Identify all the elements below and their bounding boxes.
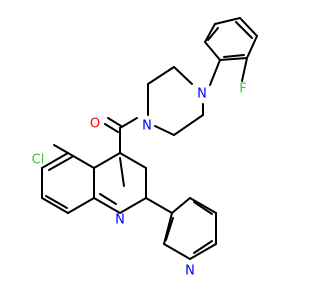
- bond-phenyl-inner-1: [207, 27, 219, 41]
- atom-oxygen: O: [90, 117, 100, 132]
- bond-pyridyl-inner-2: [193, 240, 213, 254]
- bond-quinoline-3: [93, 197, 121, 214]
- bond-quinoline-inner-2: [99, 193, 117, 205]
- bond-quinoline-6: [119, 152, 147, 169]
- bond-phenyl-3: [214, 17, 241, 25]
- bond-piperazine-2: [147, 66, 175, 85]
- bond-quinoline-7: [67, 152, 95, 169]
- bond-phenyl-2: [204, 23, 216, 43]
- bond-quinoline-to-cl: [53, 144, 69, 154]
- bond-pyridyl-attach: [145, 197, 173, 214]
- bond-quinoline-8: [41, 152, 69, 169]
- bond-quinoline-inner-4: [45, 195, 68, 209]
- bond-phenyl-4: [239, 17, 258, 37]
- bond-phenyl-6: [219, 57, 248, 61]
- atom-pyridine-nitrogen: N: [185, 264, 195, 279]
- bond-phenyl-1: [204, 41, 221, 61]
- atom-quinoline-nitrogen: N: [115, 213, 125, 228]
- bond-pyridyl-1: [171, 197, 191, 214]
- bond-piperazine-5: [173, 114, 204, 136]
- bond-pyridyl-4: [189, 243, 217, 260]
- bond-carbonyl-double-1: [107, 117, 122, 127]
- bond-phenyl-attach: [209, 59, 221, 86]
- bond-phenyl-to-f: [241, 57, 248, 82]
- bond-quinoline-1: [93, 152, 121, 169]
- bond-piperazine-3: [173, 66, 193, 85]
- bond-phenyl-inner-3: [223, 54, 245, 58]
- atom-chlorine: Cl: [32, 153, 45, 168]
- atom-piperazine-nitrogen-left: N: [142, 119, 152, 134]
- bond-quinoline-11: [67, 197, 95, 214]
- molecule-canvas: O N N F Cl N N: [0, 0, 300, 300]
- bond-carbonyl-to-piperazine: [119, 117, 138, 129]
- bond-piperazine-6: [154, 125, 175, 136]
- atom-fluorine: F: [239, 82, 246, 97]
- background: [0, 0, 300, 300]
- bond-pyridyl-5: [163, 243, 191, 260]
- bond-quinoline-inner-3: [48, 156, 73, 171]
- bond-phenyl-inner-2: [235, 21, 253, 39]
- bond-pyridyl-inner-3: [165, 217, 174, 241]
- bond-quinoline-10: [41, 197, 69, 214]
- bond-carbonyl-double-2: [104, 123, 119, 133]
- molecule-structure: O N N F Cl N N: [0, 0, 300, 300]
- bond-quinoline-4: [119, 197, 147, 214]
- bond-pyridyl-2: [189, 197, 217, 214]
- bond-pyridyl-inner-1: [193, 201, 213, 215]
- bond-quinoline-inner-1: [119, 157, 125, 187]
- atom-piperazine-nitrogen-right: N: [197, 87, 207, 102]
- bond-phenyl-5: [246, 35, 258, 59]
